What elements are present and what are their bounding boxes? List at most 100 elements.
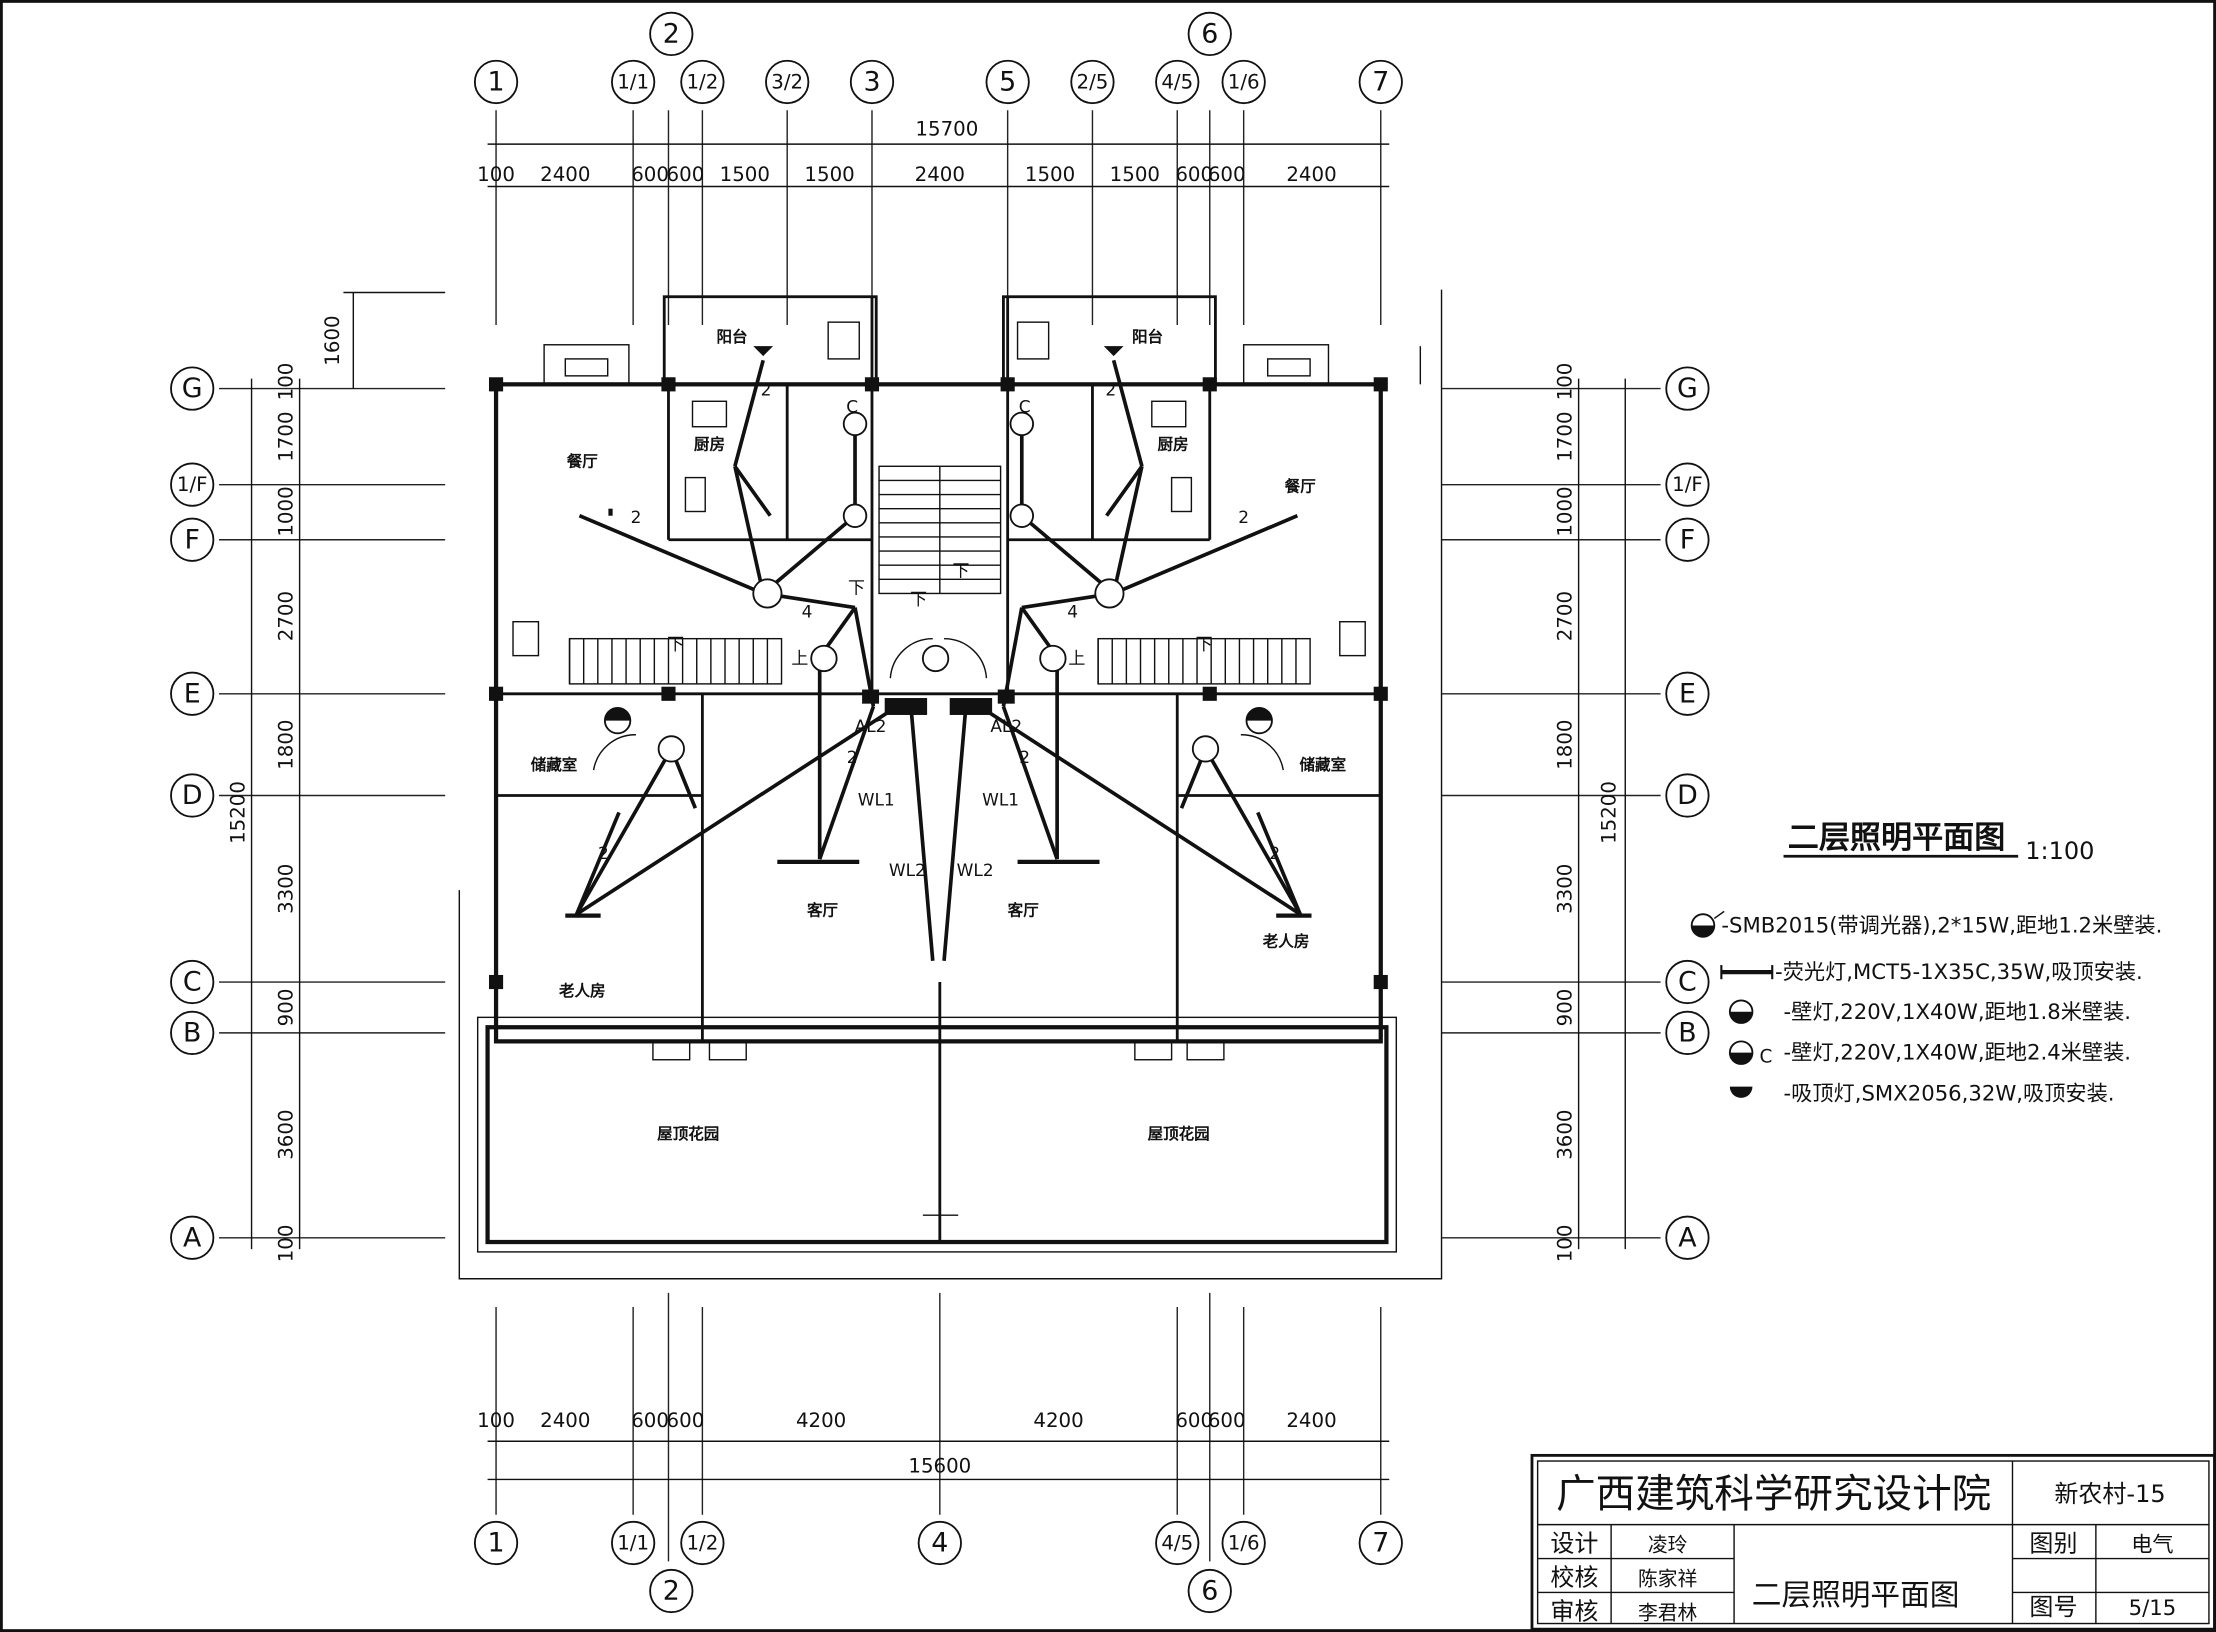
left-dim-3: 2700 <box>275 591 298 641</box>
drawing-title: 二层照明平面图 <box>1788 820 2006 856</box>
axis-top-3: 1/2 <box>680 59 725 105</box>
top-dim-8: 1500 <box>1110 163 1160 186</box>
axis-top-10-label: 1/6 <box>1228 70 1260 93</box>
left-dim-8: 100 <box>275 1225 298 1263</box>
axis-left-3: E <box>170 671 215 716</box>
horizontal-axis-lines <box>219 387 1661 1239</box>
title-block: 广西建筑科学研究设计院 新农村-15 设计 凌玲 校核 陈家祥 审核 李君林 二… <box>1530 1453 2216 1631</box>
axis-right-7: A <box>1665 1215 1710 1260</box>
axis-left-5: C <box>170 959 215 1005</box>
axis-right-5: C <box>1665 959 1710 1005</box>
room-storage-right: 储藏室 <box>1299 755 1347 774</box>
legend-fluorescent: -荧光灯,MCT5-1X35C,35W,吸顶安装. <box>1775 959 2143 984</box>
axis-top-1: 1/1 <box>611 59 656 105</box>
circuit-stair-up-left: 上 <box>791 648 808 668</box>
axis-right-4: D <box>1665 773 1710 818</box>
room-balcony-right: 阳台 <box>1132 327 1163 346</box>
left-dim-6: 900 <box>275 989 298 1027</box>
axis-left-5-label: C <box>183 967 202 998</box>
circuit-c-left: C <box>846 397 858 417</box>
axis-top-7-label: 2/5 <box>1077 70 1109 93</box>
room-dining-left: 餐厅 <box>566 451 599 470</box>
top-dimension-lines <box>250 143 1626 1481</box>
circuit-wl1-left: WL1 <box>858 789 895 809</box>
circuit-n2-c-left: 2 <box>631 507 642 527</box>
legend-wall-18: -壁灯,220V,1X40W,距地1.8米壁装. <box>1784 999 2131 1024</box>
bottom-dim-5: 4200 <box>1033 1409 1083 1432</box>
axis-left-4: D <box>170 773 215 818</box>
legend-wall-24: -壁灯,220V,1X40W,距地2.4米壁装. <box>1784 1040 2131 1065</box>
axis-top-8-label: 4/5 <box>1161 70 1193 93</box>
circuit-n2-d-right: 2 <box>1105 380 1116 400</box>
legend: C -SMB2015(带调光器),2*15W,距地1.2米壁装. -荧光灯,MC… <box>1690 910 2162 1106</box>
axis-bottom-8: 7 <box>1358 1520 1403 1566</box>
axis-bottom-7-label: 1/6 <box>1228 1531 1260 1554</box>
axis-top-9: 6 <box>1187 11 1232 57</box>
left-dim-5: 3300 <box>275 864 298 914</box>
room-living-right: 客厅 <box>1008 901 1040 920</box>
axis-left-3-label: E <box>184 678 201 709</box>
room-labels: 阳台阳台厨房厨房餐厅餐厅储藏室储藏室客厅客厅老人房老人房屋顶花园屋顶花园 <box>530 327 1346 1143</box>
circuit-stair-down-left: 下 <box>848 577 865 597</box>
circuit-n4-right: 4 <box>1067 601 1078 621</box>
axis-left-7: A <box>170 1215 215 1260</box>
axis-top-7: 2/5 <box>1070 59 1115 105</box>
axis-top-0: 1 <box>473 59 519 105</box>
sheet-title: 二层照明平面图 <box>1752 1577 1960 1612</box>
right-dim-2: 1000 <box>1554 486 1577 536</box>
axis-top-6: 5 <box>985 59 1030 105</box>
bottom-dim-4: 4200 <box>796 1409 846 1432</box>
top-total-dimension: 15700 <box>915 118 978 141</box>
circuit-stair-down-center: 下 <box>910 589 927 609</box>
bottom-dim-1: 2400 <box>540 1409 590 1432</box>
axis-top-11: 7 <box>1358 59 1403 105</box>
bottom-dim-0: 100 <box>477 1409 515 1432</box>
top-dim-10: 600 <box>1208 163 1246 186</box>
circuit-al2-right: AL2 <box>990 716 1022 736</box>
axis-right-1: 1/F <box>1665 462 1710 507</box>
axis-top-4: 3/2 <box>765 59 810 105</box>
top-dim-6: 2400 <box>915 163 965 186</box>
axis-left-6: B <box>170 1010 215 1056</box>
top-dim-4: 1500 <box>720 163 770 186</box>
axis-bottom-2: 2 <box>649 1568 694 1614</box>
circuit-n2-a-right: 2 <box>1019 747 1030 767</box>
drawing-scale: 1:100 <box>2025 837 2094 865</box>
top-dim-11: 2400 <box>1286 163 1336 186</box>
fluorescent-lamp-icon <box>565 508 1312 918</box>
axis-left-1-label: 1/F <box>177 473 208 496</box>
axis-top-11-label: 7 <box>1372 66 1389 97</box>
axis-bottom-6-label: 6 <box>1201 1576 1218 1607</box>
axis-top-5: 3 <box>849 59 895 105</box>
axis-bottom-4-label: 4 <box>931 1527 948 1558</box>
axis-left-1: 1/F <box>170 462 215 507</box>
axis-left-2: F <box>170 517 215 562</box>
axis-right-7-label: A <box>1678 1222 1697 1253</box>
number-label: 图号 <box>2029 1593 2077 1621</box>
top-dim-9: 600 <box>1175 163 1213 186</box>
axis-bottom-0-label: 1 <box>488 1527 505 1558</box>
side-stairs <box>568 637 1311 685</box>
left-dim-1: 1700 <box>275 411 298 461</box>
right-dim-7: 3600 <box>1554 1109 1577 1159</box>
circuit-n2-d-left: 2 <box>761 380 772 400</box>
category-value: 电气 <box>2131 1531 2173 1556</box>
balcony-dimension: 1600 <box>321 315 344 365</box>
room-roof-garden-left: 屋顶花园 <box>657 1124 719 1143</box>
room-living-left: 客厅 <box>807 901 839 920</box>
circuit-n2-b-right: 2 <box>1269 843 1280 863</box>
axis-bottom-8-label: 7 <box>1372 1527 1389 1558</box>
reviewer-name: 李君林 <box>1638 1601 1698 1624</box>
axis-top-0-label: 1 <box>488 66 505 97</box>
axis-top-2-label: 2 <box>663 18 680 49</box>
left-total-dimension: 15200 <box>226 781 249 844</box>
room-kitchen-left: 厨房 <box>694 434 725 453</box>
axis-right-6: B <box>1665 1010 1710 1056</box>
top-dim-5: 1500 <box>804 163 854 186</box>
right-dim-5: 3300 <box>1554 864 1577 914</box>
axis-left-0: G <box>170 366 215 411</box>
